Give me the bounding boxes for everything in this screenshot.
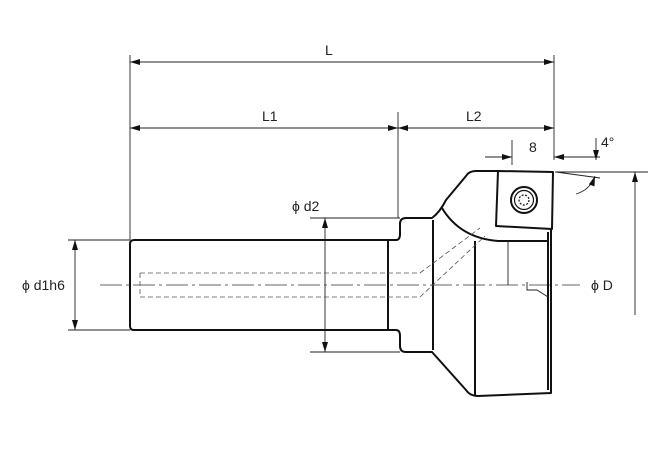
- label-L: L: [325, 42, 333, 58]
- head-bottom: [388, 229, 552, 397]
- screw-detail: [526, 282, 549, 298]
- tool-body: [129, 170, 554, 397]
- extension-lines: [68, 55, 648, 353]
- label-insert-width: 8: [529, 139, 537, 155]
- shank: [129, 239, 388, 331]
- label-L1: L1: [262, 108, 278, 124]
- label-angle: 4°: [601, 134, 614, 150]
- label-L2: L2: [466, 108, 482, 124]
- dimension-lines: [72, 59, 638, 352]
- dim-angle-arc: [575, 175, 596, 195]
- insert: [495, 170, 554, 230]
- head-top: [388, 170, 498, 241]
- coolant-channel: [139, 227, 486, 298]
- torx-screw-icon: [510, 186, 538, 214]
- label-d1h6: ϕ d1h6: [22, 277, 65, 293]
- seat-curve: [441, 207, 547, 242]
- label-D: ϕ D: [591, 277, 613, 293]
- label-d2: ϕ d2: [292, 198, 320, 214]
